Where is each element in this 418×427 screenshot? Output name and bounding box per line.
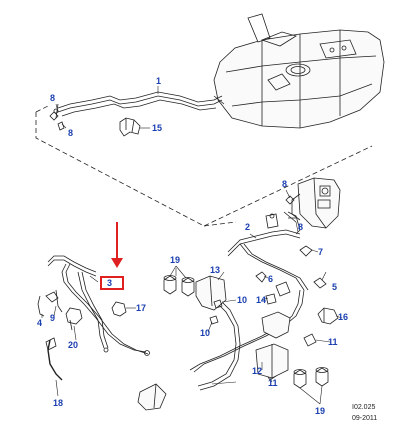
callout-15: 15	[152, 123, 163, 133]
callout-6: 6	[268, 274, 274, 284]
callout-18: 18	[53, 398, 64, 408]
callout-2: 2	[245, 222, 251, 232]
callout-12: 12	[252, 366, 263, 376]
callout-7: 7	[318, 247, 324, 257]
bush-19-top	[163, 275, 195, 297]
callout-8: 8	[282, 179, 288, 189]
callout-13: 13	[210, 265, 221, 275]
callout-8: 8	[68, 128, 74, 138]
callout-14: 14	[256, 295, 267, 305]
callout-1: 1	[156, 76, 162, 86]
lower-pipe-left	[47, 255, 150, 356]
lower-pipe-center	[189, 213, 309, 391]
callout-19: 19	[170, 255, 181, 265]
reference-date: 09-2011	[352, 415, 378, 422]
callout-19: 19	[315, 406, 326, 416]
group-outline	[35, 105, 373, 227]
callout-16: 16	[338, 312, 349, 322]
callout-20: 20	[68, 340, 79, 350]
evap-bracket	[287, 177, 341, 235]
callout-8: 8	[50, 93, 56, 103]
callout-4: 4	[37, 318, 43, 328]
highlight-box	[100, 276, 124, 290]
callout-9: 9	[50, 313, 56, 323]
fuel-tank	[213, 13, 385, 129]
callout-5: 5	[332, 282, 338, 292]
callout-10: 10	[237, 295, 248, 305]
reference-code: I02.025	[352, 404, 376, 411]
bush-19-bottom	[293, 367, 329, 389]
leader-lines	[41, 86, 343, 405]
callout-8: 8	[298, 222, 304, 232]
callout-11: 11	[268, 378, 278, 388]
upper-pipe-assembly	[53, 91, 225, 119]
callout-10: 10	[200, 328, 211, 338]
callout-3: 3	[107, 278, 113, 288]
callout-11: 11	[328, 337, 338, 347]
highlight-arrow	[111, 222, 123, 268]
callout-17: 17	[136, 303, 147, 313]
clip-15	[119, 117, 141, 137]
